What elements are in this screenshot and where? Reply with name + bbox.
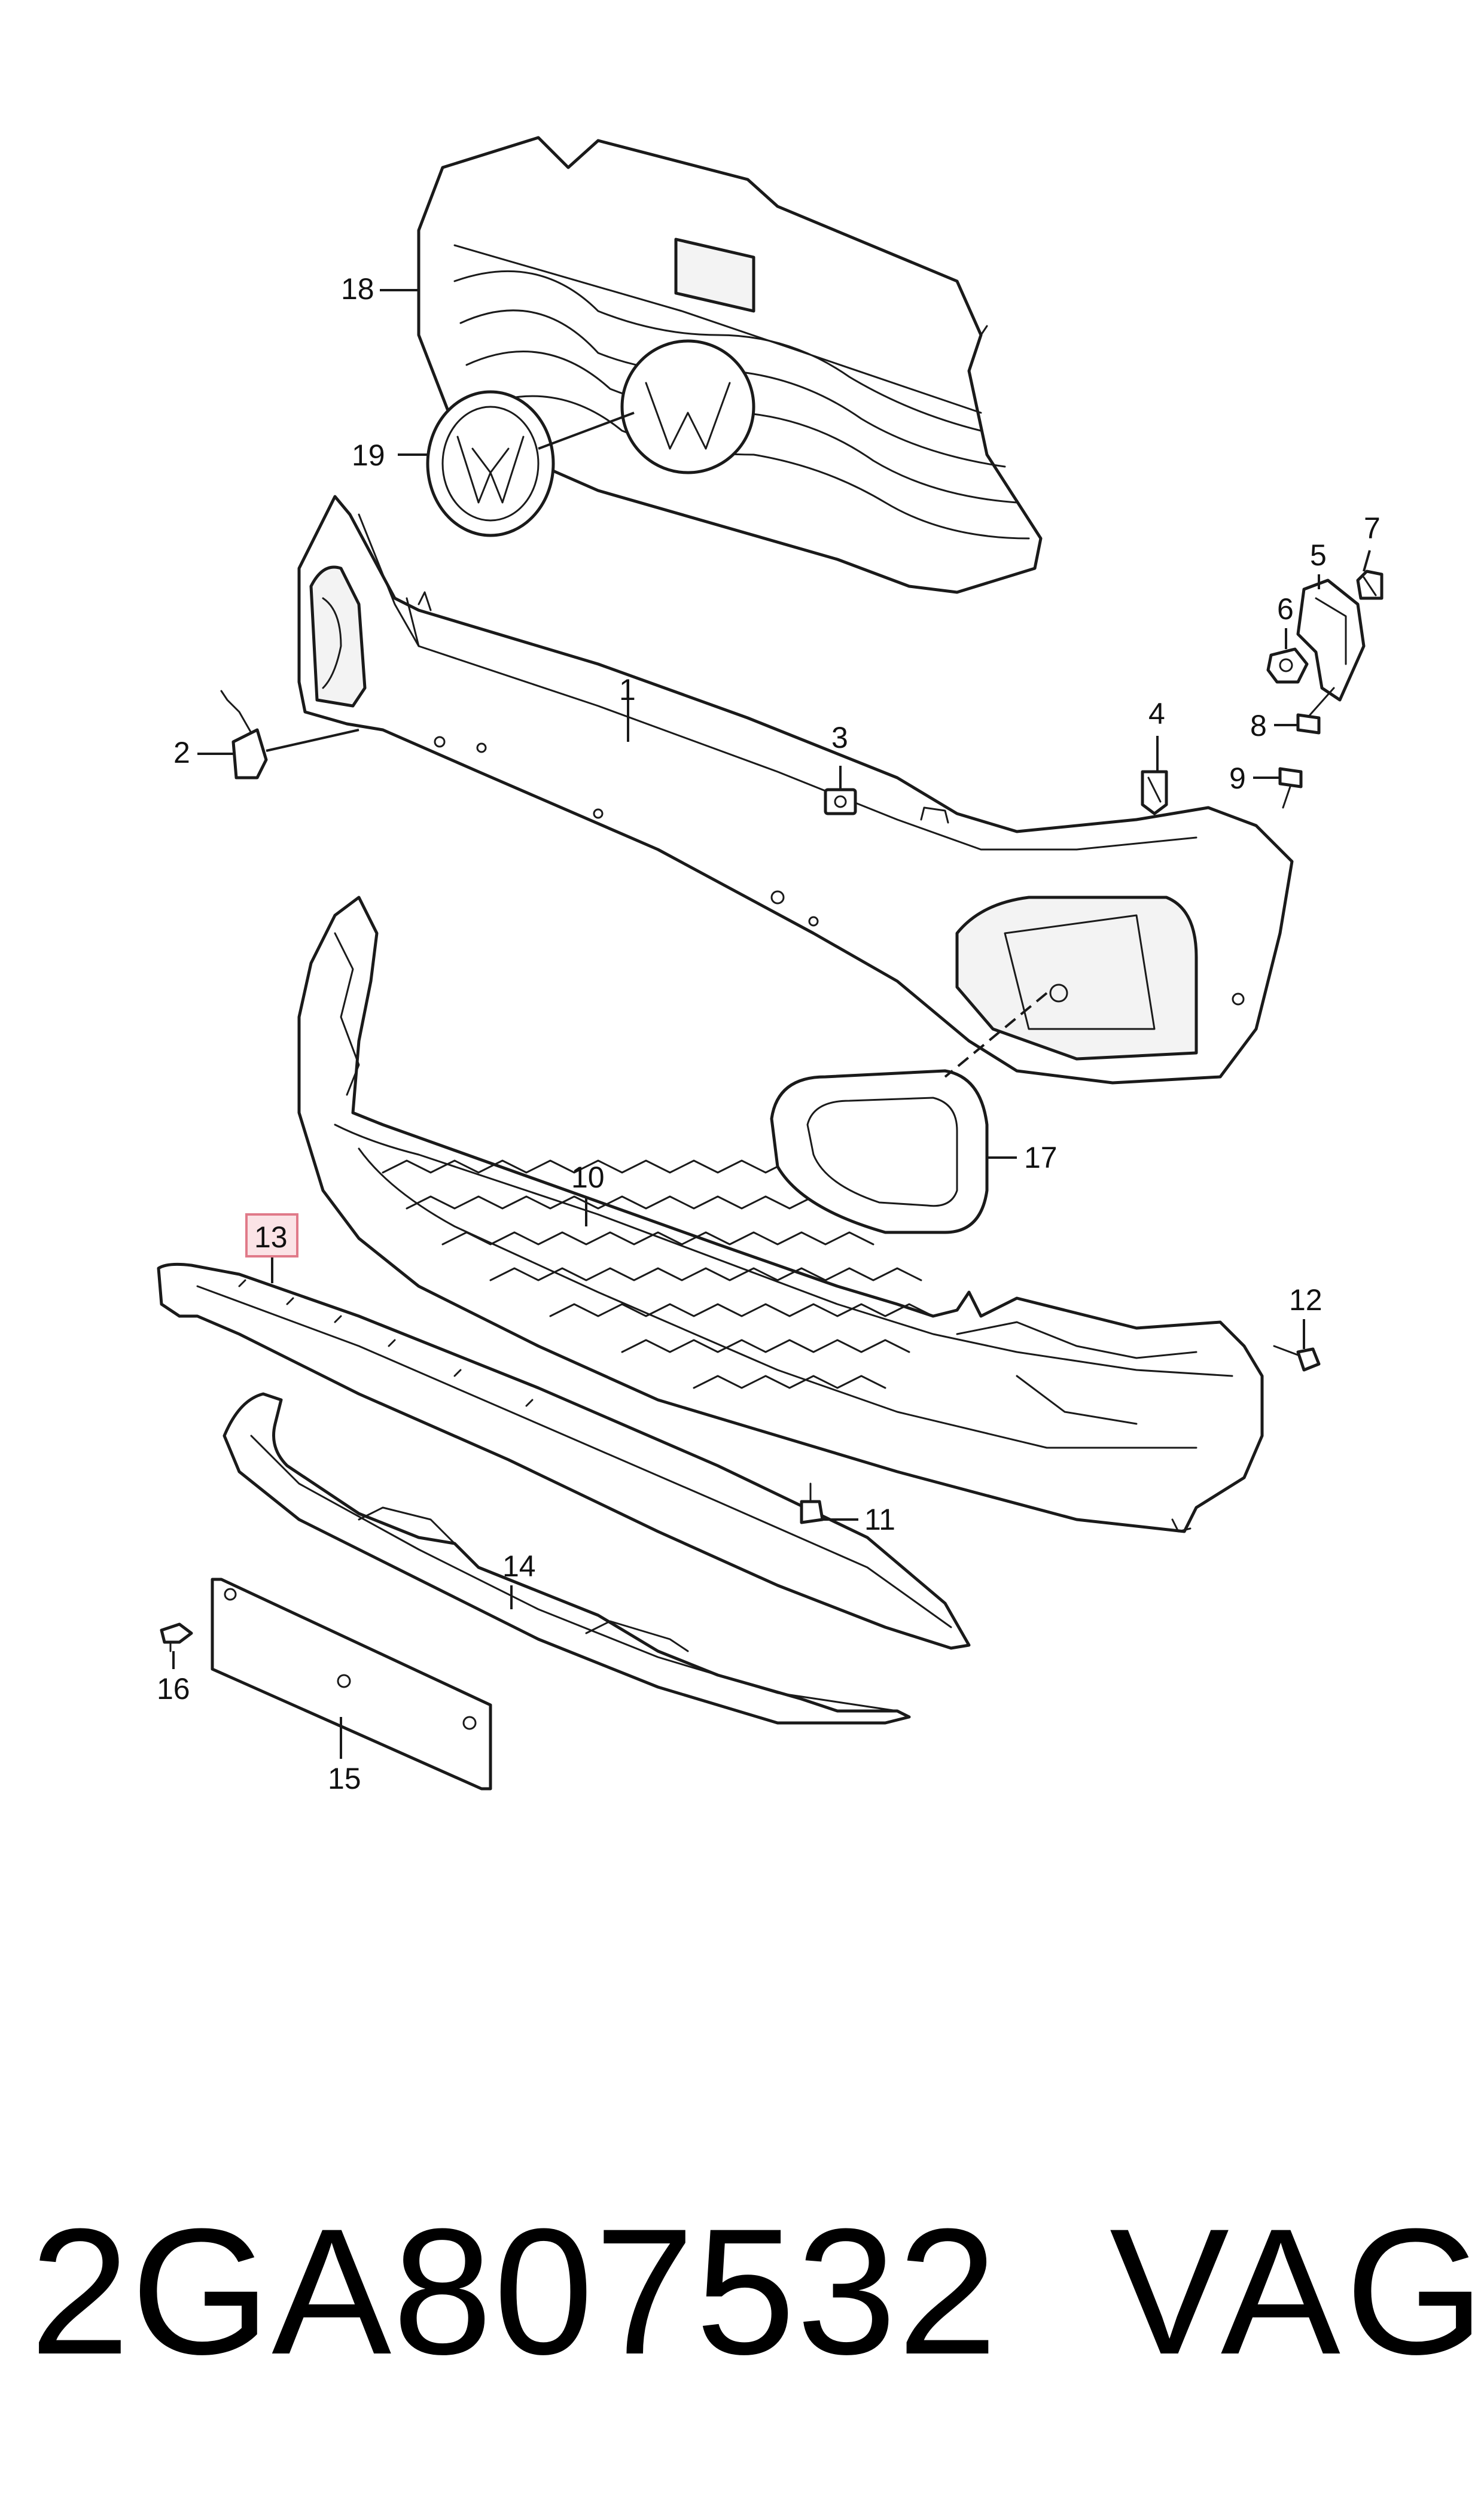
callout-16[interactable]: 16 [157,1672,190,1706]
callout-9[interactable]: 9 [1229,762,1246,795]
part-6-nut [1266,647,1309,684]
part-11-screw [800,1482,824,1524]
part-1-bumper-cover [297,495,1294,1085]
callout-7[interactable]: 7 [1364,511,1381,545]
part-3-clip [824,788,857,815]
callout-1[interactable]: 1 [619,673,636,707]
callout-18[interactable]: 18 [341,272,374,306]
callout-2[interactable]: 2 [173,736,190,769]
callout-17[interactable]: 17 [1024,1141,1058,1174]
part-15-license-plate-bracket [211,1578,492,1791]
exploded-bumper-diagram: 18 19 1 2 3 4 5 6 7 8 9 10 17 12 11 13 1… [157,136,1384,1795]
callout-8[interactable]: 8 [1250,709,1267,742]
callout-6[interactable]: 6 [1277,592,1294,626]
leader-lines [172,289,1371,1759]
callout-11[interactable]: 11 [864,1503,895,1536]
callout-4[interactable]: 4 [1148,697,1165,730]
part-9-screw [1278,767,1303,809]
part-4-spacer-clip [1141,770,1168,815]
callout-labels: 18 19 1 2 3 4 5 6 7 8 9 10 17 12 11 13 1… [157,272,1381,1795]
callout-10[interactable]: 10 [571,1161,605,1194]
callout-14[interactable]: 14 [502,1549,536,1583]
part-number-label: 2GA807532 [30,2191,999,2392]
part-8-screw [1296,687,1335,735]
part-10-lower-grille [297,896,1264,1533]
callout-3[interactable]: 3 [831,721,848,754]
callout-5[interactable]: 5 [1310,538,1327,572]
part-16-screw [160,1622,193,1652]
part-2-tow-eye-cover [220,690,268,780]
callout-15[interactable]: 15 [328,1762,361,1795]
part-12-screw [1273,1345,1321,1372]
callout-13-highlight [245,1213,298,1258]
brand-label: VAG [1110,2191,1484,2392]
callout-13[interactable]: 13 [254,1220,288,1254]
part-14-chrome-trim [223,1392,911,1725]
part-7-clip-nut [1356,570,1384,600]
callout-19[interactable]: 19 [352,439,385,472]
part-18-radiator-grille [417,136,1043,594]
part-5-bracket [1296,578,1366,702]
callout-12[interactable]: 12 [1289,1283,1323,1317]
part-17-fog-light-frame [770,992,1048,1234]
part-13-lower-trim-strip [157,1262,971,1650]
part-19-vw-emblem [426,390,555,537]
